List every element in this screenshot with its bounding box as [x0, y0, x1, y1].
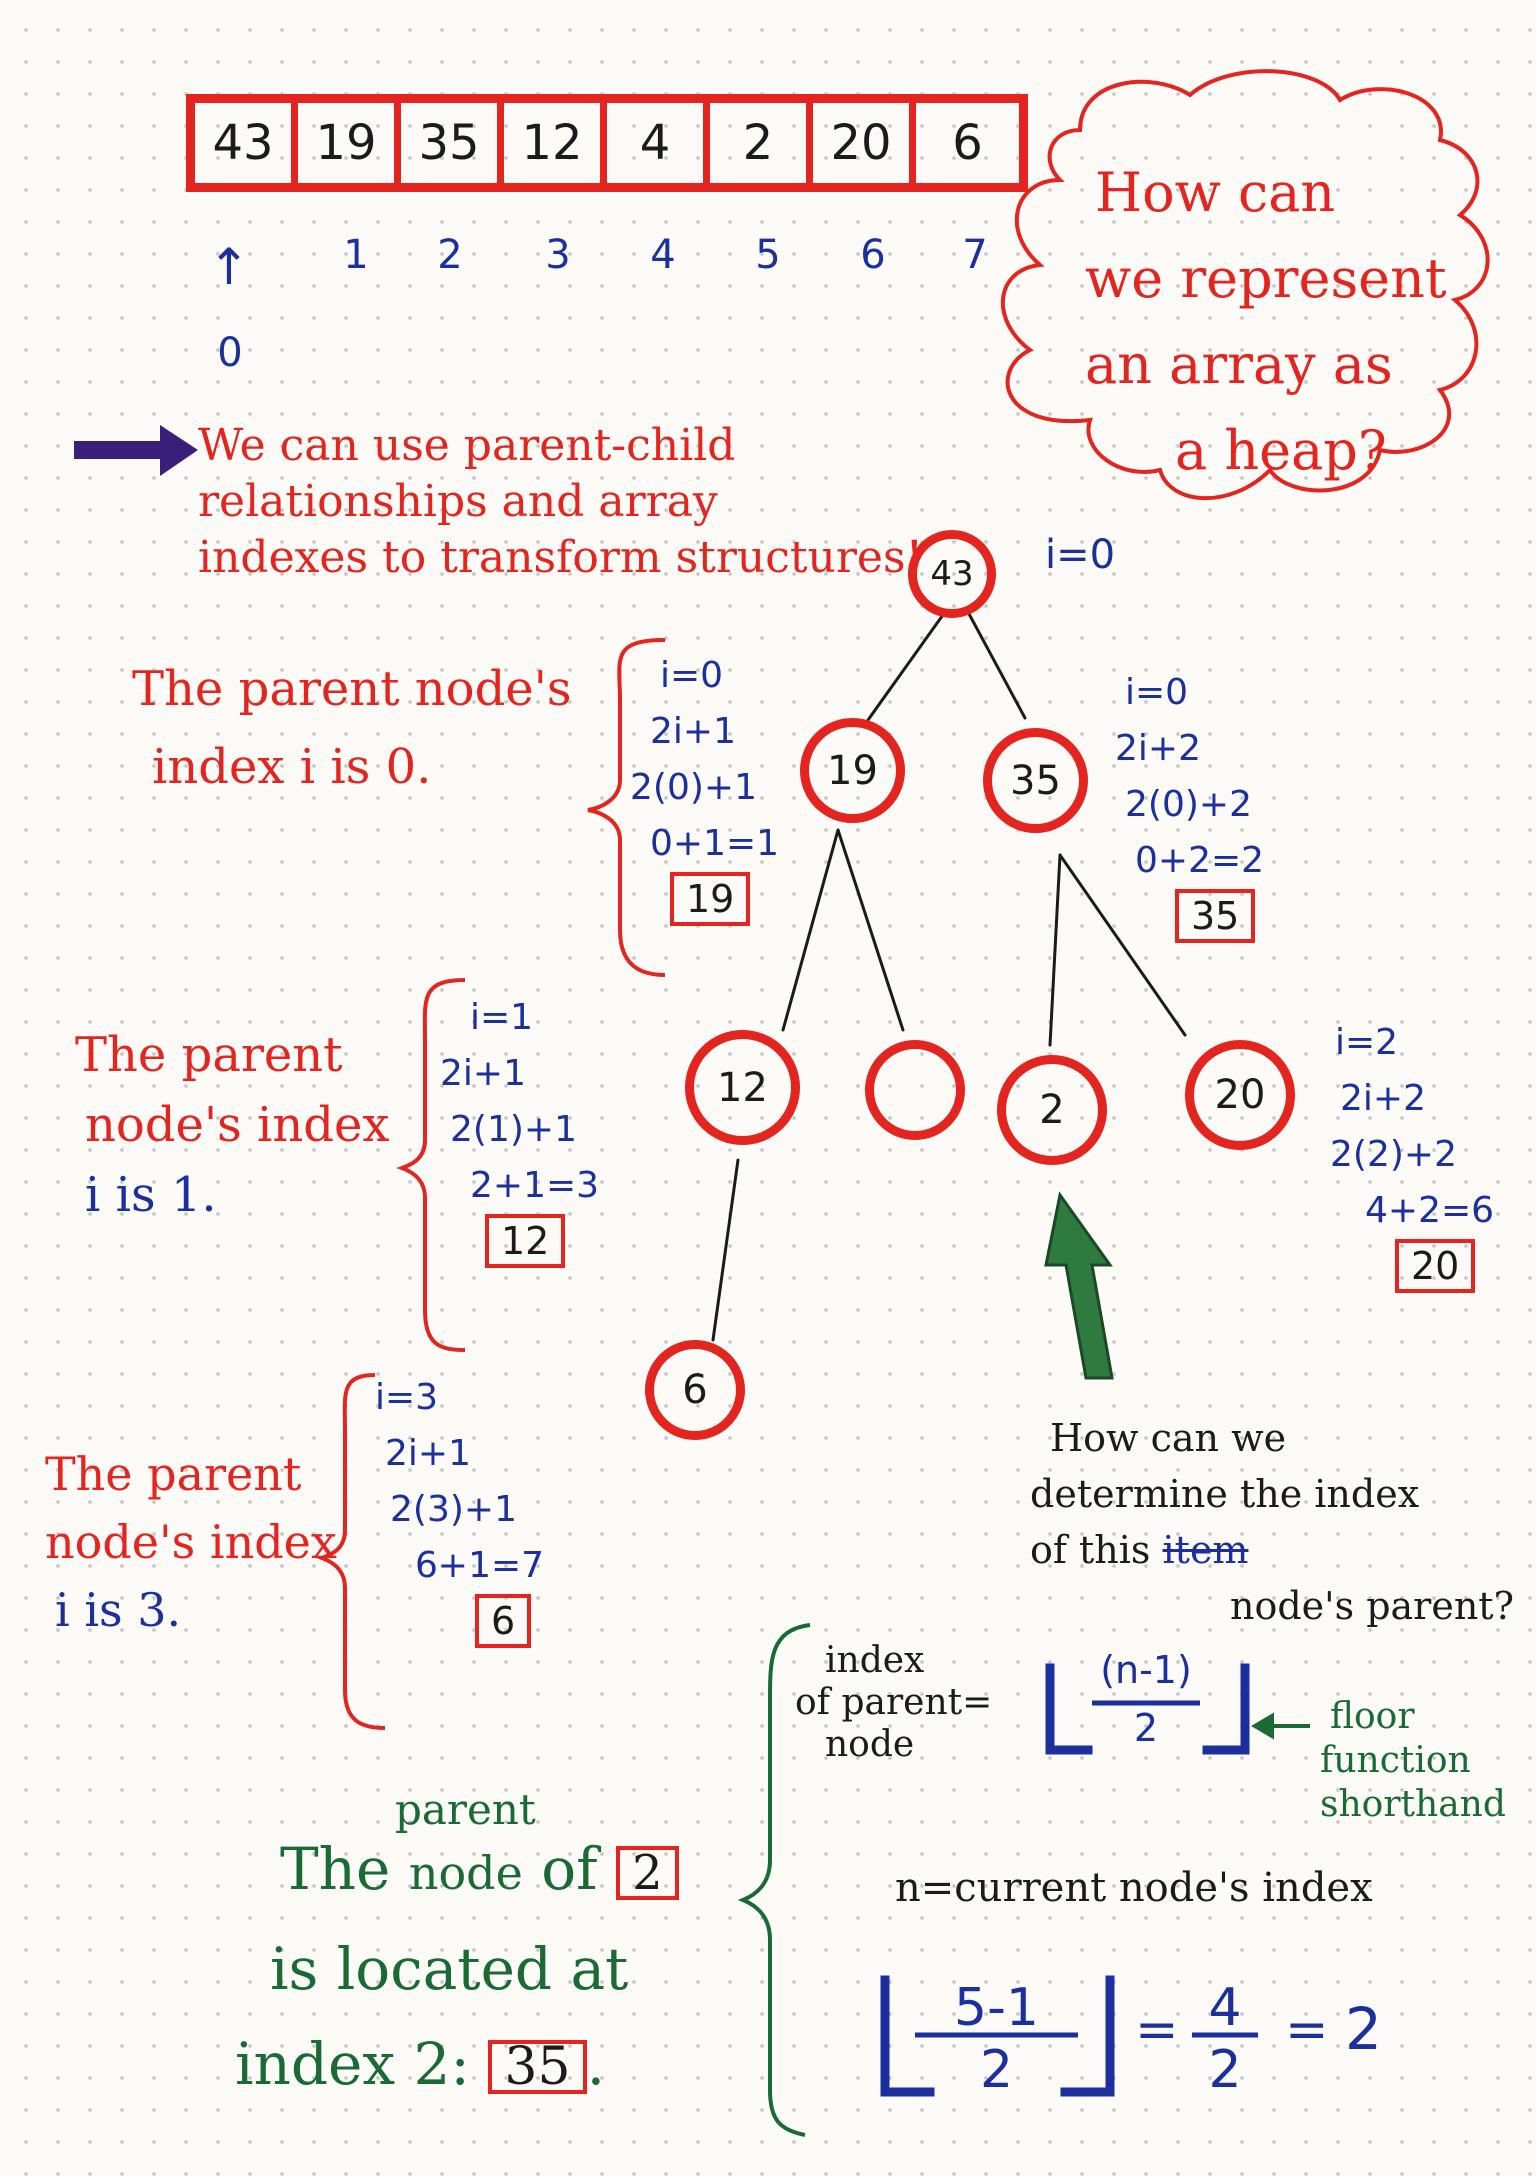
- question-note: How can we determine the index of this i…: [1030, 1416, 1514, 1628]
- cloud-question: How can we represent an array as a heap?: [1085, 161, 1447, 482]
- example-denominator: 2: [979, 2040, 1014, 2100]
- edge-35-20: [1058, 853, 1187, 1037]
- result-box: 20: [1395, 1239, 1476, 1293]
- equals-sign: =: [1285, 2000, 1329, 2060]
- n-definition: n=current node's index: [895, 1865, 1373, 1911]
- example-numerator: 5-1: [954, 1978, 1039, 2038]
- array-cell: 4: [607, 103, 710, 183]
- result-box: 35: [1175, 889, 1256, 943]
- array-strip: 43 19 35 12 4 2 20 6: [186, 94, 1028, 192]
- result-box: 12: [485, 1214, 566, 1268]
- intro-note: We can use parent-child relationships an…: [198, 420, 924, 583]
- tree-node-2: 2: [997, 1055, 1107, 1165]
- formula-denominator: 2: [1133, 1706, 1159, 1750]
- note-parent-3: The parent node's index i is 3.: [45, 1447, 337, 1637]
- fraction-2-numerator: 4: [1208, 1978, 1242, 2038]
- conclusion-line2: is located at: [270, 1935, 629, 2003]
- floor-bracket-ex-right: [1060, 1975, 1115, 2097]
- note-parent-1: The parent node's index i is 1.: [75, 1027, 390, 1223]
- edge-19-12: [781, 828, 840, 1032]
- thought-cloud: [1000, 69, 1490, 501]
- bracket-green: [737, 1623, 811, 2137]
- tree-node-6: 6: [645, 1340, 745, 1440]
- root-index-label: i=0: [1045, 532, 1116, 578]
- array-index: 7: [962, 232, 988, 278]
- array-index: 4: [650, 232, 676, 278]
- tree-node-20: 20: [1185, 1040, 1295, 1150]
- formula-label: index of parent= node: [795, 1640, 993, 1765]
- conclusion-line3: index 2: 35.: [235, 2030, 605, 2098]
- formula-numerator: (n-1): [1100, 1648, 1192, 1692]
- tree-node-empty: [865, 1040, 965, 1140]
- floor-bracket-right: [1202, 1663, 1250, 1755]
- fraction-2-denominator: 2: [1208, 2040, 1242, 2100]
- calc-parent-2: i=2 2i+2 2(2)+2 4+2=6 20: [1330, 1015, 1494, 1296]
- floor-note: floor function shorthand: [1320, 1696, 1506, 1825]
- array-index: 6: [860, 232, 886, 278]
- conclusion-line1: The node of 2: [280, 1835, 679, 1903]
- purple-arrow-icon: [74, 425, 198, 476]
- array-cell: 35: [401, 103, 504, 183]
- up-arrow-icon: ↑: [208, 238, 250, 296]
- calc-parent-1: i=1 2i+1 2(1)+1 2+1=3 12: [440, 990, 599, 1271]
- edge-43-19: [866, 610, 947, 722]
- array-index: 0: [217, 330, 243, 376]
- edge-19-empty: [836, 828, 905, 1032]
- array-index: 2: [437, 232, 463, 278]
- struck-word: item: [1162, 1528, 1249, 1572]
- note-parent-0: The parent node's index i is 0.: [132, 661, 572, 795]
- result-box: 6: [475, 1594, 532, 1648]
- array-cell: 6: [952, 115, 983, 171]
- tree-node-35: 35: [983, 728, 1088, 833]
- edge-12-6: [711, 1158, 740, 1342]
- array-cell: 19: [298, 103, 401, 183]
- floor-bracket-left: [1045, 1663, 1093, 1755]
- array-index: 1: [343, 232, 369, 278]
- green-up-arrow-icon: [1044, 1191, 1114, 1380]
- calc-parent-3: i=3 2i+1 2(3)+1 6+1=7 6: [365, 1370, 544, 1651]
- tree-node-root: 43: [908, 530, 996, 618]
- array-cell: 20: [813, 103, 916, 183]
- edge-43-35: [966, 610, 1027, 720]
- calc-right-child-0: i=0 2i+2 2(0)+2 0+2=2 35: [1115, 665, 1264, 946]
- final-result: 2: [1345, 1995, 1382, 2063]
- bracket-calc-1: [396, 978, 466, 1352]
- bracket-calc-3: [316, 1373, 386, 1730]
- conclusion-box-value: 35: [488, 2040, 587, 2094]
- calc-left-child-0: i=0 2i+1 2(0)+1 0+1=1 19: [630, 648, 779, 929]
- array-cell: 43: [195, 103, 298, 183]
- array-index: 5: [755, 232, 781, 278]
- conclusion-small: parent: [395, 1785, 536, 1834]
- array-cell: 12: [504, 103, 607, 183]
- array-cell: 2: [710, 103, 813, 183]
- floor-bracket-ex-left: [880, 1975, 935, 2097]
- bracket-calc-0: [587, 638, 666, 977]
- conclusion-box-node: 2: [616, 1846, 679, 1900]
- result-box: 19: [670, 872, 751, 926]
- array-index: 3: [545, 232, 571, 278]
- small-arrow-icon: [1251, 1712, 1310, 1740]
- tree-node-12: 12: [685, 1030, 800, 1145]
- edge-35-2: [1048, 853, 1062, 1047]
- tree-node-19: 19: [800, 718, 905, 823]
- equals-sign: =: [1135, 2000, 1179, 2060]
